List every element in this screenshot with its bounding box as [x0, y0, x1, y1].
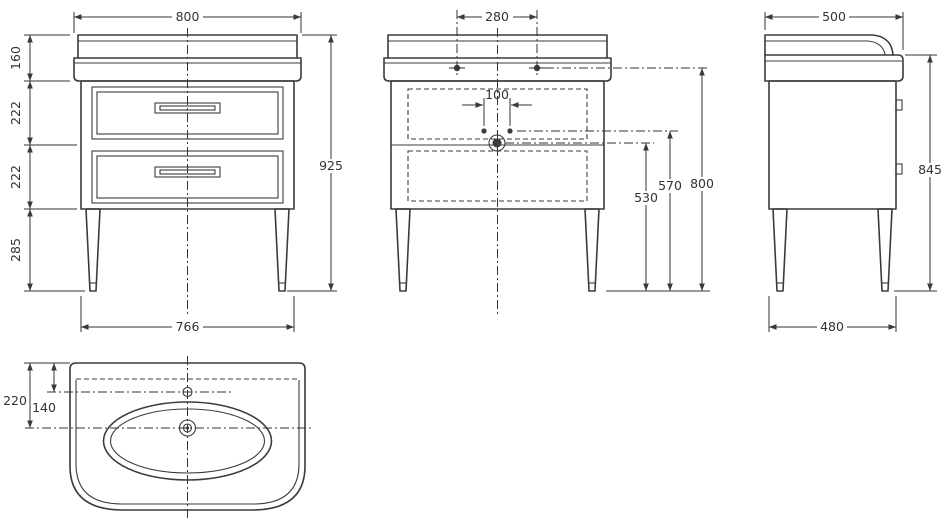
- dim-front-height-total: 925: [287, 34, 346, 292]
- dim-label: 222: [8, 101, 23, 125]
- drawer-2-panel: [96, 155, 279, 199]
- backsplash-profile: [764, 34, 894, 56]
- dim-label: 845: [918, 162, 942, 177]
- backsplash: [387, 34, 608, 59]
- dim-label: 766: [176, 319, 200, 334]
- dim-drain-height: 530: [505, 142, 659, 291]
- cabinet-side: [768, 80, 897, 210]
- dim-mount-spacing: 280: [456, 9, 538, 76]
- washbasin-front: [73, 57, 302, 82]
- drawer-2-handle-bar: [159, 169, 216, 175]
- dim-side-depth-bottom: 480: [768, 296, 897, 334]
- dim-side-depth-top: 500: [764, 9, 904, 50]
- dim-basin-tap-offset: 140: [32, 363, 57, 415]
- dim-front-height-chain: 160 222 222 285: [8, 34, 85, 292]
- dim-label: 480: [820, 319, 844, 334]
- dim-label: 220: [3, 393, 27, 408]
- dim-label: 800: [690, 176, 714, 191]
- dim-label: 100: [485, 87, 509, 102]
- tap-fixing-left: [481, 128, 487, 134]
- drawer-2-handle: [154, 166, 221, 178]
- front-view: [73, 28, 302, 314]
- backsplash-inner-line: [765, 40, 886, 56]
- washbasin-side: [764, 54, 904, 82]
- cabinet-body: [80, 80, 295, 210]
- dim-front-width-bottom: 766: [80, 296, 295, 334]
- drain-ring: [178, 419, 197, 437]
- side-view: [764, 34, 904, 292]
- drawer-1-hidden: [407, 88, 588, 140]
- drawer-2: [91, 150, 284, 204]
- dim-basin-drain-offset: 220: [3, 362, 70, 428]
- handle-profile-top: [895, 99, 903, 111]
- bowl-outer: [102, 401, 273, 481]
- drawer-1: [91, 86, 284, 140]
- bowl-inner: [109, 408, 266, 474]
- tap-fixing-right: [507, 128, 513, 134]
- dim-label: 800: [176, 9, 200, 24]
- dim-mount-height: 800: [545, 67, 715, 292]
- leg-left: [395, 208, 411, 292]
- dim-label: 500: [822, 9, 846, 24]
- washbasin-front: [383, 57, 612, 82]
- drawer-1-handle: [154, 102, 221, 114]
- dim-tap-spacing: 100: [462, 87, 532, 126]
- drawer-1-handle-bar: [159, 105, 216, 111]
- dim-label: 285: [8, 238, 23, 262]
- dim-label: 530: [634, 190, 658, 205]
- drain-outlet: [492, 138, 502, 148]
- dim-label: 222: [8, 165, 23, 189]
- mounting-view: [383, 28, 612, 314]
- dim-front-width-top: 800: [73, 9, 302, 33]
- dim-tap-height: 570: [517, 130, 683, 291]
- handle-profile-bottom: [895, 163, 903, 175]
- drawer-1-panel: [96, 91, 279, 135]
- leg-right: [584, 208, 600, 292]
- leg-rear: [772, 208, 788, 292]
- tap-hole: [182, 386, 193, 398]
- dim-label: 570: [658, 178, 682, 193]
- leg-front: [877, 208, 893, 292]
- dim-side-height: 845: [894, 54, 945, 292]
- basin-outline: [69, 362, 306, 511]
- backsplash: [77, 34, 298, 59]
- drain-center: [185, 426, 190, 430]
- drain-inner-ring: [182, 423, 193, 433]
- dim-label: 140: [32, 400, 56, 415]
- dim-label: 280: [485, 9, 509, 24]
- basin-rim-inner: [75, 380, 300, 505]
- dim-label: 925: [319, 158, 343, 173]
- basin-top-view: [25, 356, 313, 519]
- leg-left: [85, 208, 101, 292]
- dim-label: 160: [8, 46, 23, 70]
- leg-right: [274, 208, 290, 292]
